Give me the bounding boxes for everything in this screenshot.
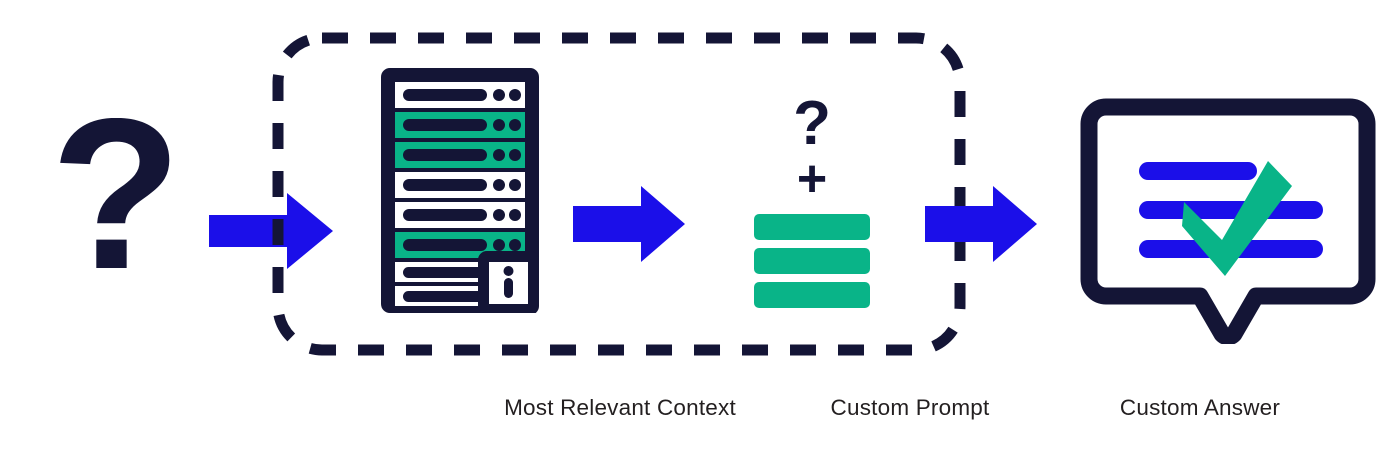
question-mark-icon: ? (50, 118, 181, 314)
check-mark-icon (1182, 161, 1292, 276)
stacked-bars-icon-bar (754, 248, 870, 274)
caption-most-relevant-context: Most Relevant Context (504, 395, 736, 420)
context-prompt-group (272, 32, 966, 356)
caption-custom-prompt: Custom Prompt (830, 395, 990, 420)
stacked-bars-icon-bar (754, 282, 870, 308)
arrow-right-icon (925, 186, 1037, 262)
svg-text:?: ? (50, 118, 181, 314)
stacked-bars-icon-bar (754, 214, 870, 240)
question-mark-icon: ? (793, 96, 831, 158)
info-icon-dot (503, 266, 514, 276)
speech-bubble-icon (1080, 98, 1376, 344)
answer-line (1139, 162, 1257, 180)
answer-line (1139, 201, 1323, 219)
arrow-right-icon (573, 186, 685, 262)
caption-custom-answer: Custom Answer (1119, 395, 1281, 420)
plus-icon: + (797, 150, 827, 208)
prompt-cluster: ? + (754, 96, 870, 308)
server-rack-icon (381, 68, 539, 313)
info-icon-stem (504, 278, 513, 298)
arrow-right-icon (209, 193, 333, 269)
